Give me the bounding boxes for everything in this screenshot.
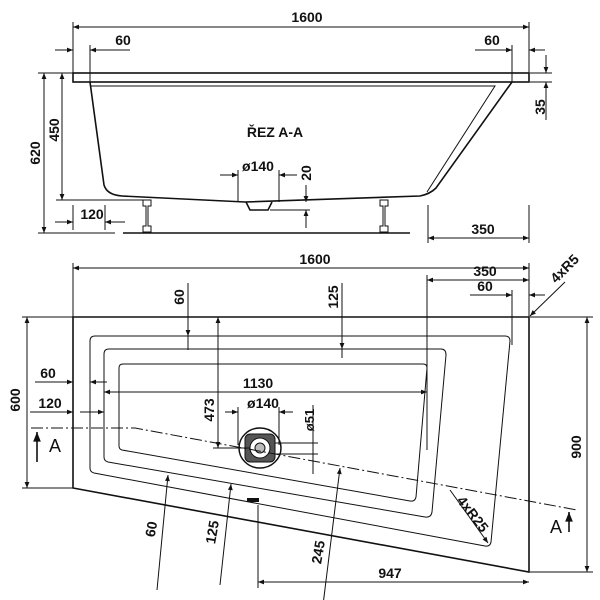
dim-depth: 450 [46, 118, 62, 142]
dim-width-left: 600 [7, 388, 23, 412]
dim-inner-bottom: 245 [308, 539, 328, 565]
section-line [31, 427, 578, 511]
section-dimensions [38, 22, 552, 243]
dim-overflow-diameter: ø51 [302, 409, 317, 431]
dim-rim-left: 60 [115, 32, 131, 48]
dim-total-height: 620 [27, 141, 43, 165]
dim-drain-offset: 473 [201, 398, 217, 422]
dim-drain-depth: 20 [298, 165, 314, 181]
dim-rim-right: 60 [484, 32, 500, 48]
drain [245, 201, 273, 211]
dim-drain-diameter: ø140 [242, 158, 274, 174]
dim-length: 1600 [291, 9, 322, 25]
feet [123, 199, 410, 234]
dim-rim-thickness: 35 [532, 99, 548, 115]
section-mark-right: A [550, 517, 562, 537]
dim-step-bottom: 125 [202, 519, 222, 545]
dim-corner-radius: 4xR5 [547, 251, 582, 286]
dim-corner-width: 350 [473, 263, 497, 279]
outer-rim [72, 316, 530, 573]
dim-inner-radius: 4xR25 [454, 493, 492, 536]
tub-ring-1 [89, 335, 511, 547]
dim-inner-length: 1130 [243, 375, 274, 391]
dim-step-left: 120 [38, 395, 62, 411]
overflow-icon [247, 498, 259, 502]
dim-plan-rim-right: 60 [477, 278, 493, 294]
dim-plan-rim-left: 60 [40, 365, 56, 381]
dim-plan-length: 1600 [299, 251, 330, 267]
dim-foot-offset: 120 [80, 206, 104, 222]
section-title: ŘEZ A-A [247, 123, 303, 140]
dim-width-right: 900 [568, 435, 584, 459]
tub-outer-shell [89, 81, 513, 203]
plan-dimensions [22, 263, 593, 600]
dim-step-top: 125 [325, 285, 341, 309]
section-view: 1600 60 60 35 620 450 ŘEZ A-A ø140 20 12… [27, 9, 552, 243]
dim-rim-top: 60 [171, 289, 187, 305]
plan-view: A A [7, 251, 593, 600]
dim-rim-bottom: 60 [142, 520, 160, 538]
rim [72, 72, 530, 83]
dim-drain-to-end: 947 [378, 565, 402, 581]
tub-ring-2 [103, 348, 447, 518]
tub-inner-shell [90, 85, 496, 193]
dim-slope-width: 350 [471, 221, 495, 237]
dim-plan-drain-diameter: ø140 [247, 395, 279, 411]
section-mark-left: A [49, 436, 61, 456]
